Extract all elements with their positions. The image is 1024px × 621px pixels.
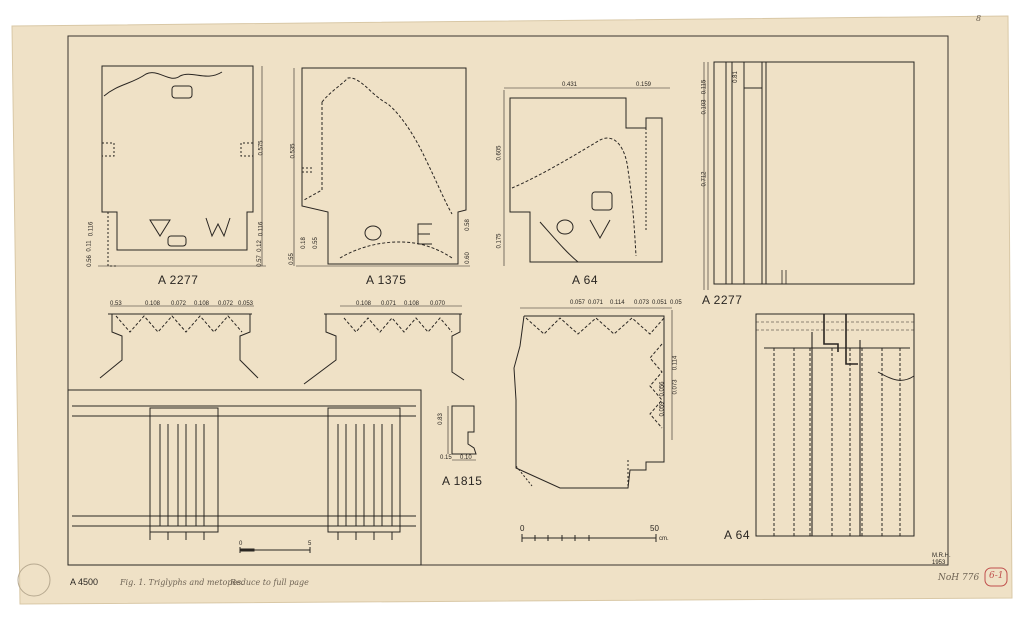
dim-a1375-left-1: 0.55 — [288, 253, 295, 265]
a1815-profile — [447, 405, 477, 461]
dim-row-a64-5: 0.051 — [652, 300, 668, 306]
label-a64-elev: A 64 — [724, 528, 751, 542]
dim-row-a64-1: 0.057 — [570, 300, 586, 306]
dim-a64-top-2: 0.159 — [636, 82, 652, 88]
dim-a2277-left-1: 0.56 — [86, 255, 93, 267]
dim-a1375-right-1: 0.60 — [464, 252, 471, 264]
label-a2277-side: A 2277 — [702, 293, 743, 307]
note-corner: 8 — [976, 14, 982, 23]
dim-row-a1375-2: 0.071 — [381, 301, 397, 307]
scale-unit: cm. — [659, 536, 669, 542]
dim-side-3: 0.103 — [701, 99, 708, 115]
scale-small-0: 0 — [239, 541, 243, 547]
archive-stamp — [17, 563, 51, 597]
dim-a1815-3: 0.10 — [460, 455, 472, 461]
dim-row-a1375-1: 0.108 — [356, 301, 372, 307]
drawing-frame — [67, 35, 949, 566]
dim-a64-height-2: 0.175 — [496, 233, 503, 249]
a2277-plan-drawing — [98, 65, 266, 267]
signature-year: 1953 — [932, 560, 946, 566]
dim-side-1: 0.115 — [701, 79, 708, 95]
a2277-triglyph-section — [99, 305, 259, 379]
note-circled: 6-1 — [989, 571, 1004, 581]
scale-small-5: 5 — [308, 541, 312, 547]
signature-initials: M.R.H. — [932, 553, 951, 559]
dim-row-a2277-6: 0.053 — [238, 301, 254, 307]
a1375-plan-drawing — [293, 67, 470, 267]
dim-a2277-height: 0.575 — [258, 140, 265, 156]
a4500-elevation-drawing — [72, 405, 416, 540]
dim-a1815-1: 0.83 — [437, 413, 444, 425]
dim-a2277-right-2: 0.12 — [256, 240, 263, 252]
label-a4500: A 4500 — [70, 577, 99, 587]
dim-a2277-left-3: 0.116 — [88, 221, 95, 237]
a2277-side-drawing — [703, 61, 915, 290]
dim-row-a1375-4: 0.070 — [430, 301, 446, 307]
a64-plan-drawing — [503, 87, 670, 266]
dim-a1375-right-2: 0.58 — [464, 219, 471, 231]
note-ref: NoH 776 — [938, 573, 980, 583]
dim-a64-right-3: 0.056 — [659, 381, 666, 397]
scale-big-0: 0 — [520, 524, 525, 533]
dim-row-a2277-5: 0.072 — [218, 301, 234, 307]
dim-row-a64-2: 0.071 — [588, 300, 604, 306]
dim-row-a64-4: 0.073 — [634, 300, 650, 306]
label-a1375: A 1375 — [366, 273, 407, 287]
dim-row-a1375-3: 0.108 — [404, 301, 420, 307]
dim-side-top: 0.81 — [732, 71, 739, 83]
label-a2277-plan: A 2277 — [158, 273, 199, 287]
a4500-panel — [67, 389, 422, 566]
dim-a1815-2: 0.15 — [440, 455, 452, 461]
scale-bar-small — [239, 547, 311, 553]
dim-a64-top-1: 0.431 — [562, 82, 578, 88]
scale-big-50: 50 — [650, 524, 659, 533]
dim-a64-right-4: 0.059 — [659, 401, 666, 417]
dim-row-a64-3: 0.114 — [610, 300, 625, 306]
dim-a2277-right-3: 0.116 — [258, 221, 265, 237]
a64-elevation-drawing — [755, 313, 915, 537]
dim-a2277-left-2: 0.11 — [86, 240, 93, 252]
a1375-triglyph-section — [303, 305, 465, 385]
dim-a2277-right-1: 0.57 — [256, 255, 263, 267]
dim-a64-right-1: 0.114 — [672, 355, 679, 371]
dim-row-a2277-4: 0.108 — [194, 301, 210, 307]
dim-a64-height-1: 0.605 — [496, 145, 503, 161]
label-a1815: A 1815 — [442, 474, 483, 488]
note-caption: Fig. 1. Triglyphs and metopes. — [120, 578, 244, 587]
dim-row-a2277-3: 0.072 — [171, 301, 187, 307]
scale-bar-50cm — [521, 534, 657, 542]
dim-a1375-left-3: 0.55 — [312, 237, 319, 249]
note-reduce: Reduce to full page — [230, 578, 309, 587]
dim-row-a2277-2: 0.108 — [145, 301, 161, 307]
circled-stamp — [984, 567, 1008, 587]
dim-row-a64-6: 0.05 — [670, 300, 682, 306]
dim-a64-right-2: 0.073 — [672, 379, 679, 395]
dim-a1375-height: 0.535 — [290, 143, 297, 159]
dim-row-a2277-1: 0.53 — [110, 301, 122, 307]
dim-side-2: 0.712 — [701, 171, 708, 187]
dim-a1375-left-2: 0.18 — [300, 237, 307, 249]
a64-triglyph-section — [513, 307, 673, 489]
label-a64-plan: A 64 — [572, 273, 599, 287]
